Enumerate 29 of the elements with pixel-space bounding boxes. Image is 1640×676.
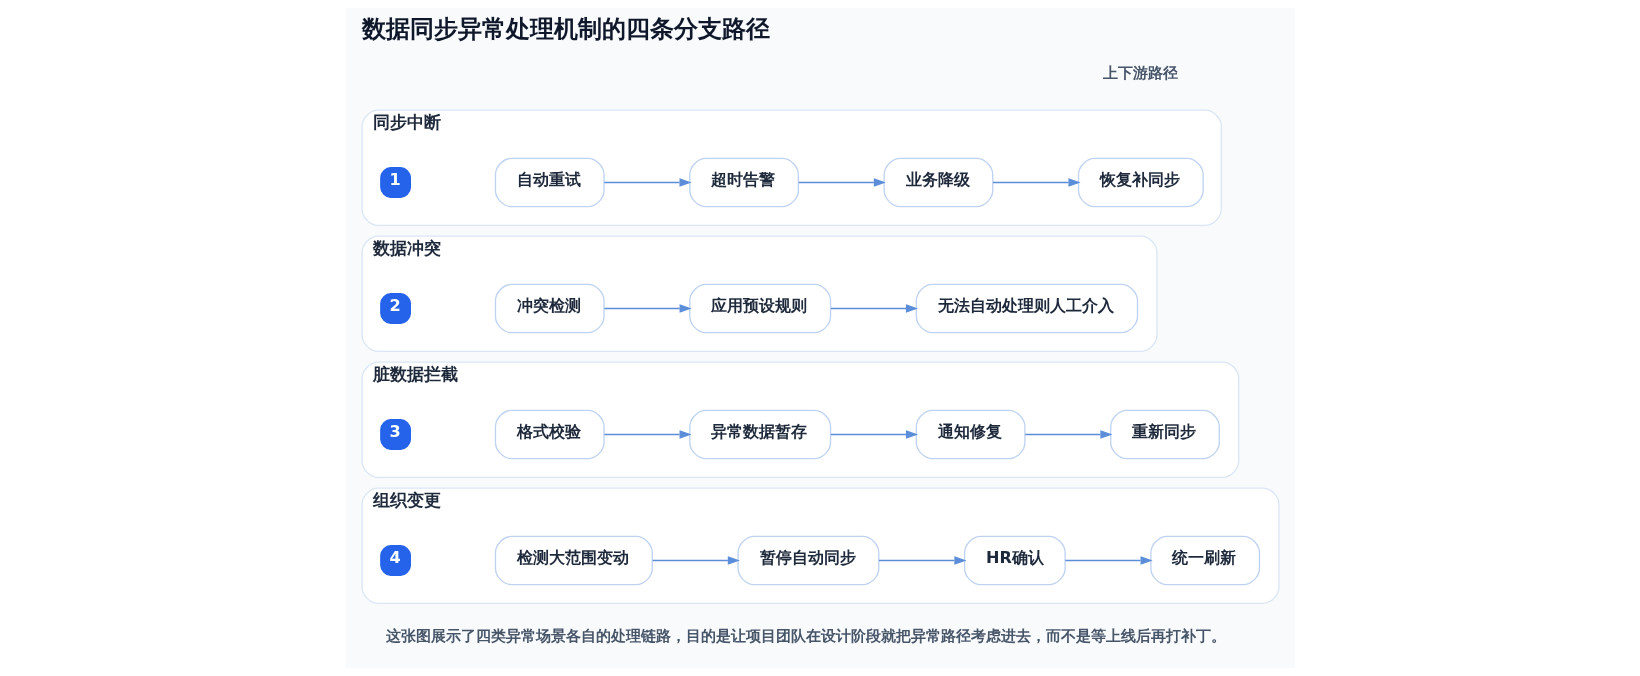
arrow	[829, 430, 918, 439]
node-box: 冲突检测	[494, 283, 605, 334]
arrow	[603, 178, 692, 187]
arrow	[651, 556, 740, 565]
node-box: 格式校验	[494, 409, 605, 460]
arrow	[603, 430, 692, 439]
node-box: 检测大范围变动	[494, 535, 653, 586]
node-box: 重新同步	[1109, 409, 1220, 460]
node-box: 恢复补同步	[1077, 157, 1204, 208]
node-box: 统一刷新	[1149, 535, 1260, 586]
diagram-title: 数据同步异常处理机制的四条分支路径	[361, 14, 770, 43]
node-box: HR确认	[963, 535, 1066, 586]
arrow	[877, 556, 966, 565]
arrow	[1064, 556, 1153, 565]
node-box: 自动重试	[494, 157, 605, 208]
arrow	[603, 304, 692, 313]
label: 上下游路径	[1102, 63, 1178, 81]
node-box: 暂停自动同步	[736, 535, 879, 586]
node-box: 无法自动处理则人工介入	[915, 283, 1138, 334]
node-box: 超时告警	[688, 157, 799, 208]
caption: 这张图展示了四类异常场景各自的处理链路，目的是让项目团队在设计阶段就把异常路径考虑进去，而不是等上线后再打补丁。	[385, 626, 1226, 644]
node-box: 通知修复	[915, 409, 1026, 460]
arrow	[829, 304, 918, 313]
node-box: 应用预设规则	[688, 283, 831, 334]
arrow	[1024, 430, 1112, 439]
arrow	[797, 178, 886, 187]
node-box: 异常数据暂存	[688, 409, 831, 460]
arrow	[991, 178, 1080, 187]
node-box: 业务降级	[883, 157, 993, 208]
